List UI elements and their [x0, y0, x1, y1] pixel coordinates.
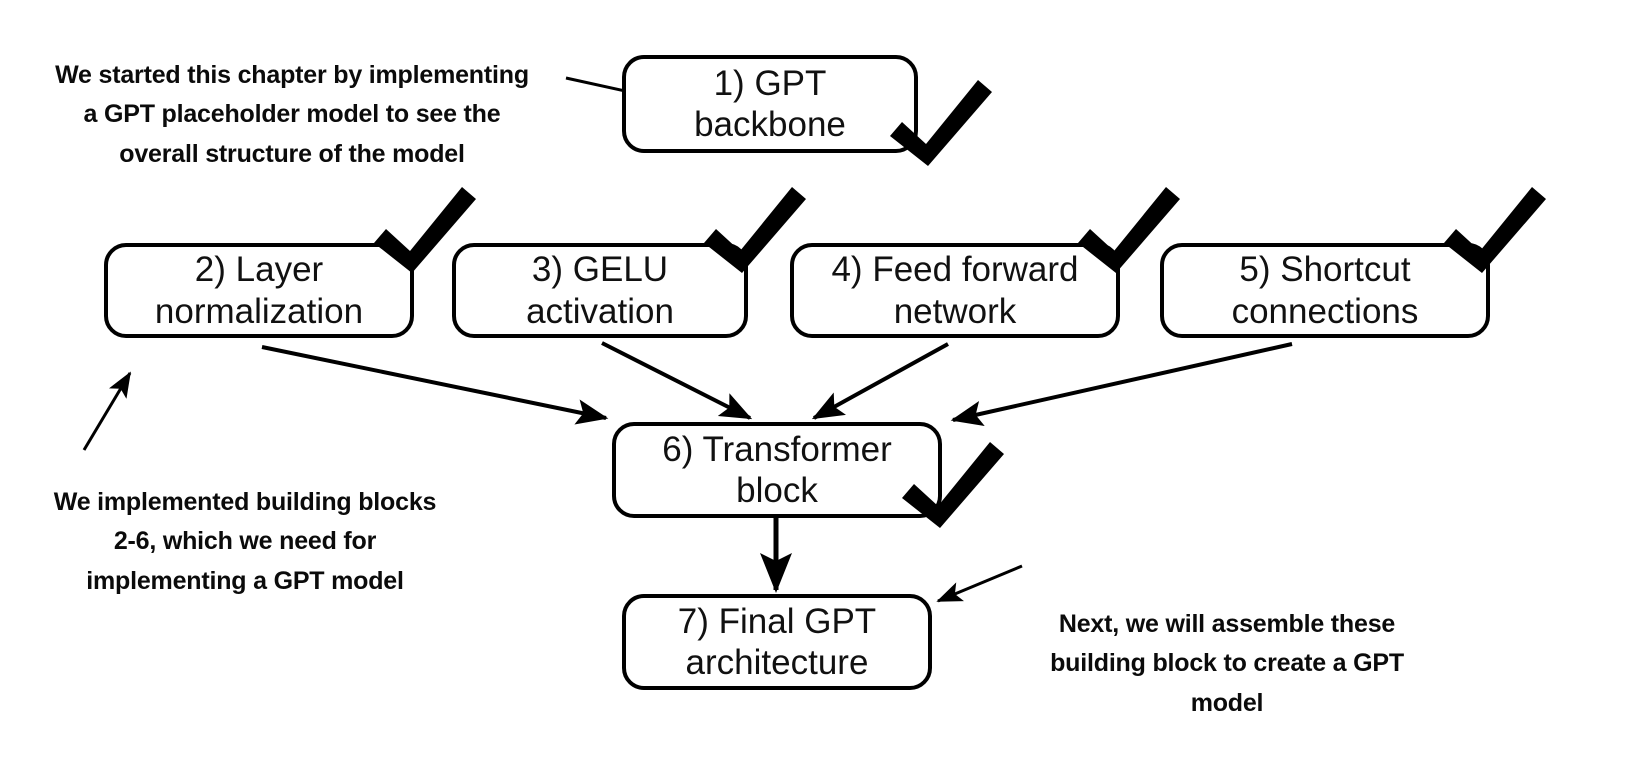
node-final-gpt-architecture-label: 7) Final GPT architecture [677, 601, 877, 682]
node-gpt-backbone-label: 1) GPT backbone [694, 63, 846, 144]
annotation-building-blocks-text: We implemented building blocks 2-6, whic… [53, 487, 437, 595]
annotation-gpt-placeholder-text: We started this chapter by implementing … [55, 60, 529, 168]
edge-gelu-to-transformer-block [601, 341, 753, 420]
node-shortcut-connections[interactable]: 5) Shortcut connections [1160, 243, 1490, 338]
annotation-gpt-placeholder: We started this chapter by implementing … [12, 16, 572, 174]
edge-shortcut-to-transformer-block [950, 342, 1293, 427]
node-transformer-block-label: 6) Transformer block [662, 429, 892, 510]
node-shortcut-connections-label: 5) Shortcut connections [1231, 250, 1419, 331]
node-gpt-backbone[interactable]: 1) GPT backbone [622, 55, 918, 153]
node-feed-forward-network[interactable]: 4) Feed forward network [790, 243, 1120, 338]
annotation-next-assemble: Next, we will assemble these building bl… [1012, 565, 1442, 723]
node-gelu-activation-label: 3) GELU activation [526, 250, 674, 331]
node-final-gpt-architecture[interactable]: 7) Final GPT architecture [622, 594, 932, 690]
edge-annotation2-to-layer-norm [82, 371, 132, 451]
annotation-building-blocks: We implemented building blocks 2-6, whic… [10, 443, 480, 601]
node-layer-normalization-label: 2) Layer normalization [154, 250, 364, 331]
edge-feed-forward-to-transformer-block [811, 342, 949, 420]
node-gelu-activation[interactable]: 3) GELU activation [452, 243, 748, 338]
node-transformer-block[interactable]: 6) Transformer block [612, 422, 942, 518]
edge-layer-norm-to-transformer-block [261, 345, 609, 425]
edge-annotation3-to-final-gpt [936, 564, 1023, 603]
node-feed-forward-network-label: 4) Feed forward network [831, 250, 1079, 331]
annotation-next-assemble-text: Next, we will assemble these building bl… [1050, 609, 1404, 717]
node-layer-normalization[interactable]: 2) Layer normalization [104, 243, 414, 338]
